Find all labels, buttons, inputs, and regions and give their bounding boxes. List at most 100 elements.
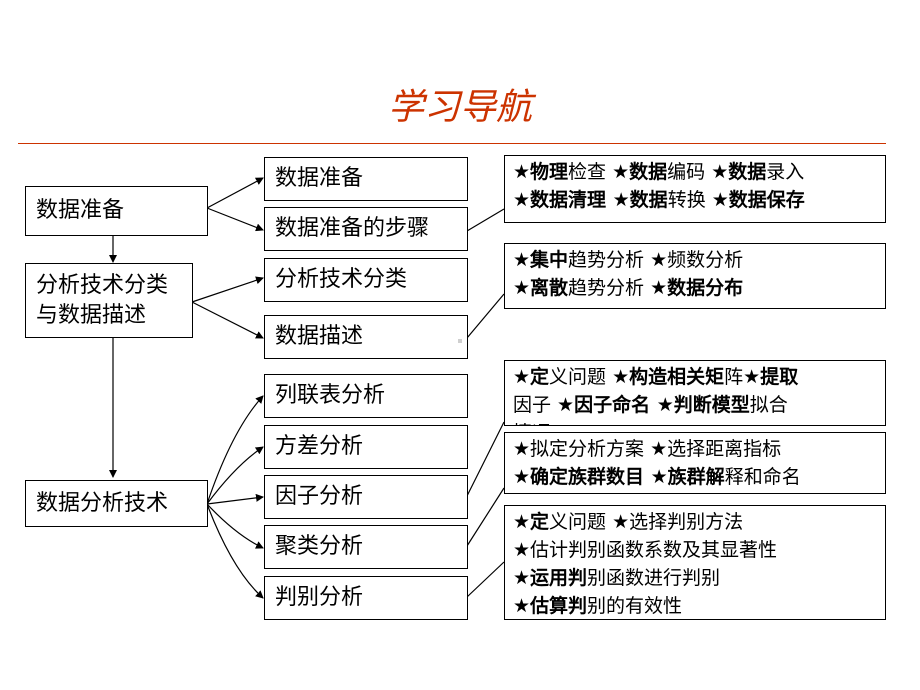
line-factor-to-note3 [466, 421, 505, 497]
note-text: ★估算判 [513, 595, 588, 617]
page-title: 学习导航 [387, 87, 532, 128]
node-label: 数据准备 [275, 166, 364, 191]
note-text: ★提取 [743, 366, 799, 388]
note-text: ★确定族群数目 ★族群解 [513, 466, 725, 488]
note-text: 别的有效性 [587, 595, 683, 617]
note-line: ★运用判别函数进行判别 [513, 564, 877, 592]
note-text: 选择距离指标 [667, 438, 782, 460]
note-text: ★定 [513, 511, 550, 533]
line-describe-to-note2 [466, 293, 505, 339]
node-classification-description: 分析技术分类 与数据描述 [25, 263, 193, 338]
arrow-prep-to-prep [206, 177, 264, 209]
note-line: ★数据清理 ★数据转换 ★数据保存 [513, 186, 877, 214]
note-text: 趋势分析 [568, 249, 651, 271]
node-label: 数据准备的步骤 [275, 216, 430, 241]
note-text: ★数据保存 [711, 189, 805, 211]
arrow-prep-to-steps [206, 207, 264, 232]
node-label: 分析技术分类 [275, 267, 408, 292]
note-text: ★物理 [513, 161, 569, 183]
node-label: 聚类分析 [275, 534, 364, 559]
note-line: ★集中趋势分析 ★频数分析 [513, 246, 877, 274]
node-label: 数据准备 [36, 198, 125, 223]
note-text: 拟定分析方案 [530, 438, 651, 460]
node-data-preparation: 数据准备 [25, 186, 208, 236]
node-label: 判别分析 [275, 585, 364, 610]
note-discriminant: ★定义问题 ★选择判别方法★估计判别函数系数及其显著性★运用判别函数进行判别★估… [504, 505, 886, 620]
node-description: 数据描述 [264, 315, 468, 359]
node-data-analysis-techniques: 数据分析技术 [25, 480, 208, 527]
line-steps-to-note1 [466, 208, 505, 232]
note-text: 估计判别函数系数及其显著性 [530, 539, 778, 561]
note-prep-steps: ★物理检查 ★数据编码 ★数据录入★数据清理 ★数据转换 ★数据保存 [504, 155, 886, 223]
note-text: ★ [650, 249, 668, 271]
note-text: ★数据分布 [650, 277, 744, 299]
note-text: 趋势分析 [568, 277, 651, 299]
note-text: 因子 [513, 394, 558, 416]
note-text: ★定 [513, 366, 550, 388]
line-discriminant-to-note5 [466, 561, 505, 598]
note-line: ★定义问题 ★选择判别方法 [513, 508, 877, 536]
arrow-classify-to-describe [191, 301, 264, 339]
node-label: 方差分析 [275, 434, 364, 459]
note-text: 别函数进行判别 [587, 567, 721, 589]
note-text: ★数据 [711, 161, 767, 183]
node-crosstab: 列联表分析 [264, 374, 468, 418]
node-cluster: 聚类分析 [264, 525, 468, 569]
note-line: ★物理检查 ★数据编码 ★数据录入 [513, 158, 877, 186]
note-cluster: ★拟定分析方案 ★选择距离指标★确定族群数目 ★族群解释和命名 [504, 432, 886, 494]
node-classification: 分析技术分类 [264, 258, 468, 302]
note-text: ★ [612, 511, 630, 533]
note-line: 情况 [513, 419, 877, 425]
arrow-analysis-to-anova [206, 446, 264, 505]
note-classification: ★集中趋势分析 ★频数分析★离散趋势分析 ★数据分布 [504, 243, 886, 309]
stray-dot [458, 339, 462, 343]
line-cluster-to-note4 [466, 487, 505, 547]
note-line: ★估算判别的有效性 [513, 592, 877, 619]
note-line: ★拟定分析方案 ★选择距离指标 [513, 435, 877, 463]
note-text: ★数据清理 ★数据 [513, 189, 668, 211]
node-label: 因子分析 [275, 484, 364, 509]
note-text: 录入 [766, 161, 805, 183]
note-text: 频数分析 [667, 249, 744, 271]
note-line: ★定义问题 ★构造相关矩阵★提取 [513, 363, 877, 391]
node-prep: 数据准备 [264, 157, 468, 201]
node-discriminant: 判别分析 [264, 576, 468, 620]
node-label: 数据描述 [275, 324, 364, 349]
note-text: 义问题 [549, 511, 613, 533]
note-text: 义问题 [549, 366, 613, 388]
note-text: 释和命名 [724, 466, 801, 488]
note-text: ★因子命名 ★判断模型 [557, 394, 750, 416]
note-text: ★集中 [513, 249, 569, 271]
note-text: ★ [513, 539, 531, 561]
node-prep-steps: 数据准备的步骤 [264, 207, 468, 251]
note-text: 情况 [513, 422, 551, 425]
note-text: 阵 [724, 366, 744, 388]
title-divider [18, 143, 886, 144]
note-line: ★离散趋势分析 ★数据分布 [513, 274, 877, 302]
note-line: ★估计判别函数系数及其显著性 [513, 536, 877, 564]
note-text: 检查 [568, 161, 613, 183]
note-text: ★运用判 [513, 567, 588, 589]
arrow-classify-to-classify [191, 276, 264, 303]
note-text: 转换 [667, 189, 712, 211]
node-label: 分析技术分类 与数据描述 [36, 272, 169, 328]
note-text: ★构造相关矩 [612, 366, 725, 388]
note-text: ★ [650, 438, 668, 460]
node-anova: 方差分析 [264, 425, 468, 469]
note-text: 拟合 [749, 394, 788, 416]
note-line: ★确定族群数目 ★族群解释和命名 [513, 463, 877, 491]
arrow-analysis-to-crosstab [206, 395, 264, 505]
note-text: 选择判别方法 [629, 511, 744, 533]
note-line: 因子 ★因子命名 ★判断模型拟合 [513, 391, 877, 419]
arrow-analysis-to-cluster [206, 503, 264, 549]
node-label: 列联表分析 [275, 383, 386, 408]
node-factor: 因子分析 [264, 475, 468, 519]
node-label: 数据分析技术 [36, 490, 169, 516]
arrow-analysis-to-discriminant [206, 503, 264, 599]
arrow-analysis-to-factor [206, 493, 264, 505]
note-text: ★数据 [612, 161, 668, 183]
note-text: ★ [513, 438, 531, 460]
note-text: 编码 [667, 161, 712, 183]
